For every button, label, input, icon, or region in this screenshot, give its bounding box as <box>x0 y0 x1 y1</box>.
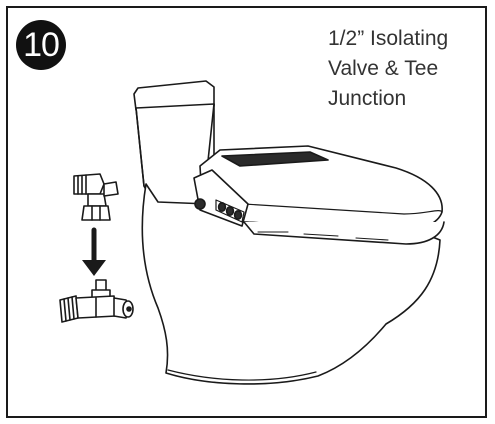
tee-junction-drawing <box>73 173 119 221</box>
caption-line-3: Junction <box>328 87 407 110</box>
lid-display-panel <box>221 151 329 167</box>
part-caption: 1/2” Isolating Valve & Tee Junction <box>328 24 485 114</box>
seat-rim <box>243 221 445 245</box>
isolating-valve-drawing <box>59 279 134 323</box>
control-buttons <box>217 202 243 221</box>
step-number-badge: 10 <box>16 20 66 70</box>
step-number: 10 <box>23 25 60 64</box>
power-knob <box>194 198 206 210</box>
smart-toilet-drawing <box>133 80 445 385</box>
installation-illustration <box>59 80 445 385</box>
arrow-down-icon <box>82 227 106 276</box>
caption-line-1: 1/2” Isolating <box>328 27 449 50</box>
instruction-panel: 10 1/2” Isolating Valve & Tee Junction <box>6 6 487 418</box>
caption-line-2: Valve & Tee <box>328 57 439 80</box>
